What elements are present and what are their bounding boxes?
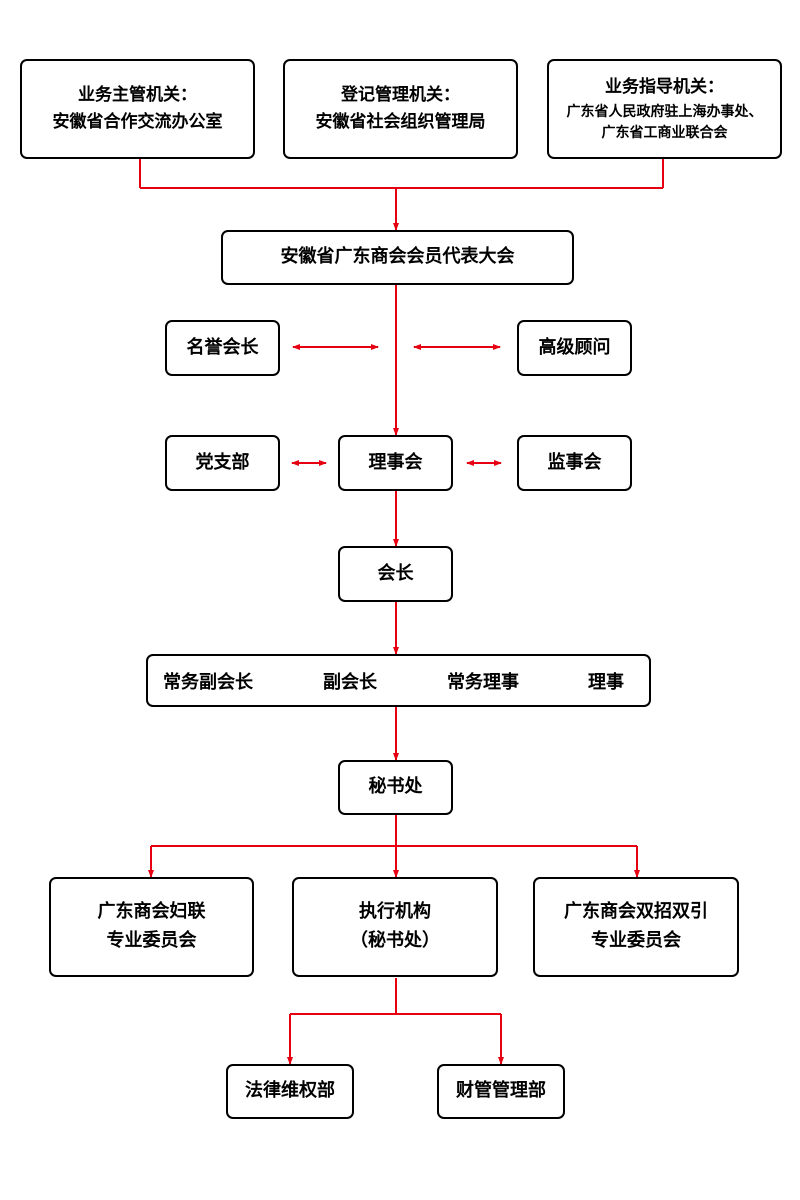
investment-committee-line2: 专业委员会 <box>591 930 681 951</box>
party-branch-box: 党支部 <box>165 435 280 491</box>
supervisory-board-label: 监事会 <box>547 451 602 473</box>
women-committee-box: 广东商会妇联 专业委员会 <box>49 877 254 977</box>
president-label: 会长 <box>377 562 414 584</box>
honorary-president-label: 名誉会长 <box>186 336 259 358</box>
supervisory-board-box: 监事会 <box>517 435 632 491</box>
chain-executive-vice-president: 常务副会长 <box>163 672 253 693</box>
chain-director: 理事 <box>588 672 624 693</box>
legal-department-box: 法律维权部 <box>226 1064 354 1119</box>
finance-department-box: 财管管理部 <box>437 1064 565 1119</box>
guidance-authority-title: 业务指导机关： <box>605 77 724 98</box>
executive-body-line2: （秘书处） <box>350 930 440 951</box>
senior-advisor-label: 高级顾问 <box>538 336 611 358</box>
supervisor-authority-name: 安徽省合作交流办公室 <box>52 112 223 132</box>
registration-authority-title: 登记管理机关： <box>341 84 460 105</box>
investment-committee-line1: 广东商会双招双引 <box>564 901 708 923</box>
supervisor-authority-title: 业务主管机关： <box>78 84 197 105</box>
leadership-chain-box <box>146 654 651 707</box>
women-committee-line1: 广东商会妇联 <box>97 901 206 923</box>
chain-executive-director: 常务理事 <box>447 672 519 693</box>
legal-department-label: 法律维权部 <box>245 1080 335 1102</box>
finance-department-label: 财管管理部 <box>456 1080 546 1102</box>
registration-authority-box: 登记管理机关： 安徽省社会组织管理局 <box>283 59 518 159</box>
executive-body-box: 执行机构 （秘书处） <box>292 877 498 977</box>
guidance-authority-line1: 广东省人民政府驻上海办事处、 <box>566 103 763 120</box>
guidance-authority-box: 业务指导机关： 广东省人民政府驻上海办事处、 广东省工商业联合会 <box>547 59 782 159</box>
honorary-president-box: 名誉会长 <box>165 320 280 376</box>
guidance-authority-line2: 广东省工商业联合会 <box>601 124 728 141</box>
investment-committee-box: 广东商会双招双引 专业委员会 <box>533 877 739 977</box>
executive-body-line1: 执行机构 <box>359 901 431 923</box>
council-box: 理事会 <box>338 435 453 491</box>
member-congress-label: 安徽省广东商会会员代表大会 <box>280 246 515 268</box>
secretariat-label: 秘书处 <box>368 776 423 798</box>
president-box: 会长 <box>338 546 453 602</box>
council-label: 理事会 <box>368 451 423 473</box>
women-committee-line2: 专业委员会 <box>106 930 197 951</box>
chain-vice-president: 副会长 <box>323 672 377 693</box>
supervisor-authority-box: 业务主管机关： 安徽省合作交流办公室 <box>20 59 255 159</box>
party-branch-label: 党支部 <box>195 451 250 473</box>
registration-authority-name: 安徽省社会组织管理局 <box>315 112 486 132</box>
member-congress-box: 安徽省广东商会会员代表大会 <box>221 230 574 285</box>
senior-advisor-box: 高级顾问 <box>517 320 632 376</box>
secretariat-box: 秘书处 <box>338 760 453 815</box>
